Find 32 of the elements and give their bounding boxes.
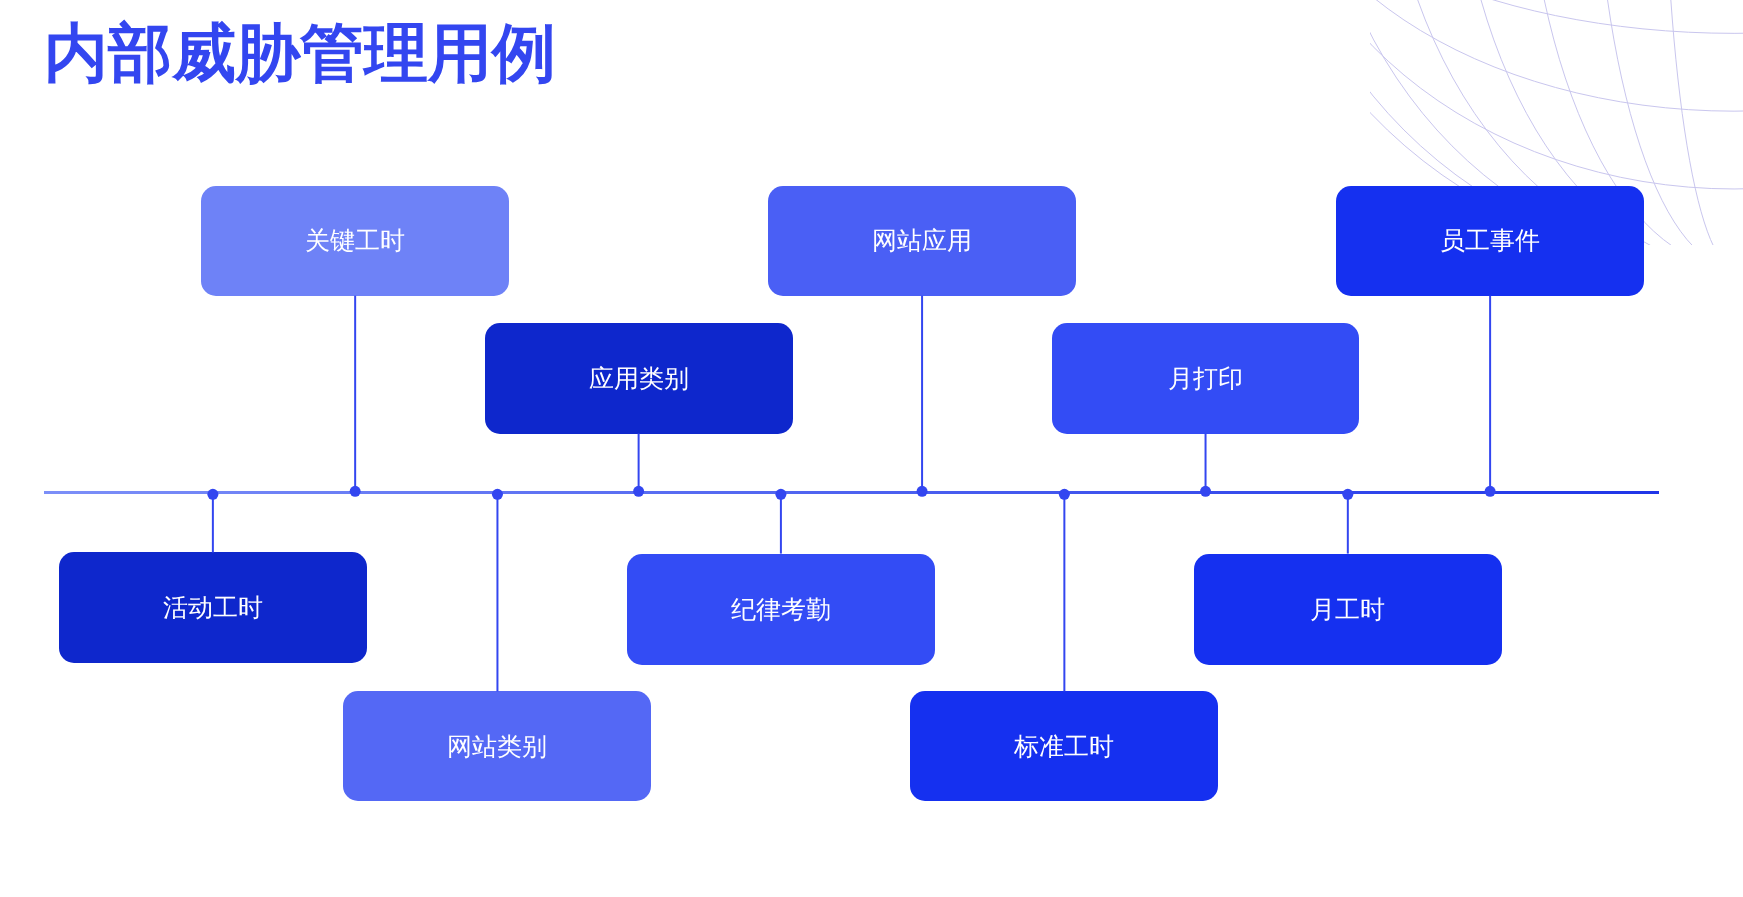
box-label: 关键工时 [305,225,406,258]
leader-line [207,488,219,554]
process-box [626,553,935,665]
box-label: 应用类别 [588,363,689,395]
title: 内部威胁管理用例 [44,15,556,92]
process-box [201,185,510,296]
process-box [1051,323,1360,434]
process-box [1336,185,1645,296]
box-label: 活动工时 [162,592,263,624]
box-label: 纪律考勤 [730,593,831,626]
leader-line [1200,432,1212,497]
process-box [768,185,1076,296]
box-label: 标准工时 [1014,730,1115,763]
leader-line [633,432,645,497]
process-box [484,323,793,434]
process-box [58,552,367,663]
box-label: 网站类别 [447,730,548,763]
box-label: 月工时 [1310,593,1386,626]
leader-line [1484,294,1496,497]
box-label: 月打印 [1168,363,1244,395]
leader-line [1342,488,1354,555]
process-box [910,691,1219,802]
box-label: 网站应用 [872,225,973,258]
process-box [343,691,652,802]
leader-line [491,488,503,693]
leader-line [775,488,787,555]
leader-line [1058,488,1070,693]
leader-line [916,294,928,497]
box-label: 员工事件 [1440,225,1541,258]
leader-line [349,294,361,497]
process-box [1193,553,1502,665]
timeline-bar [44,491,1659,495]
